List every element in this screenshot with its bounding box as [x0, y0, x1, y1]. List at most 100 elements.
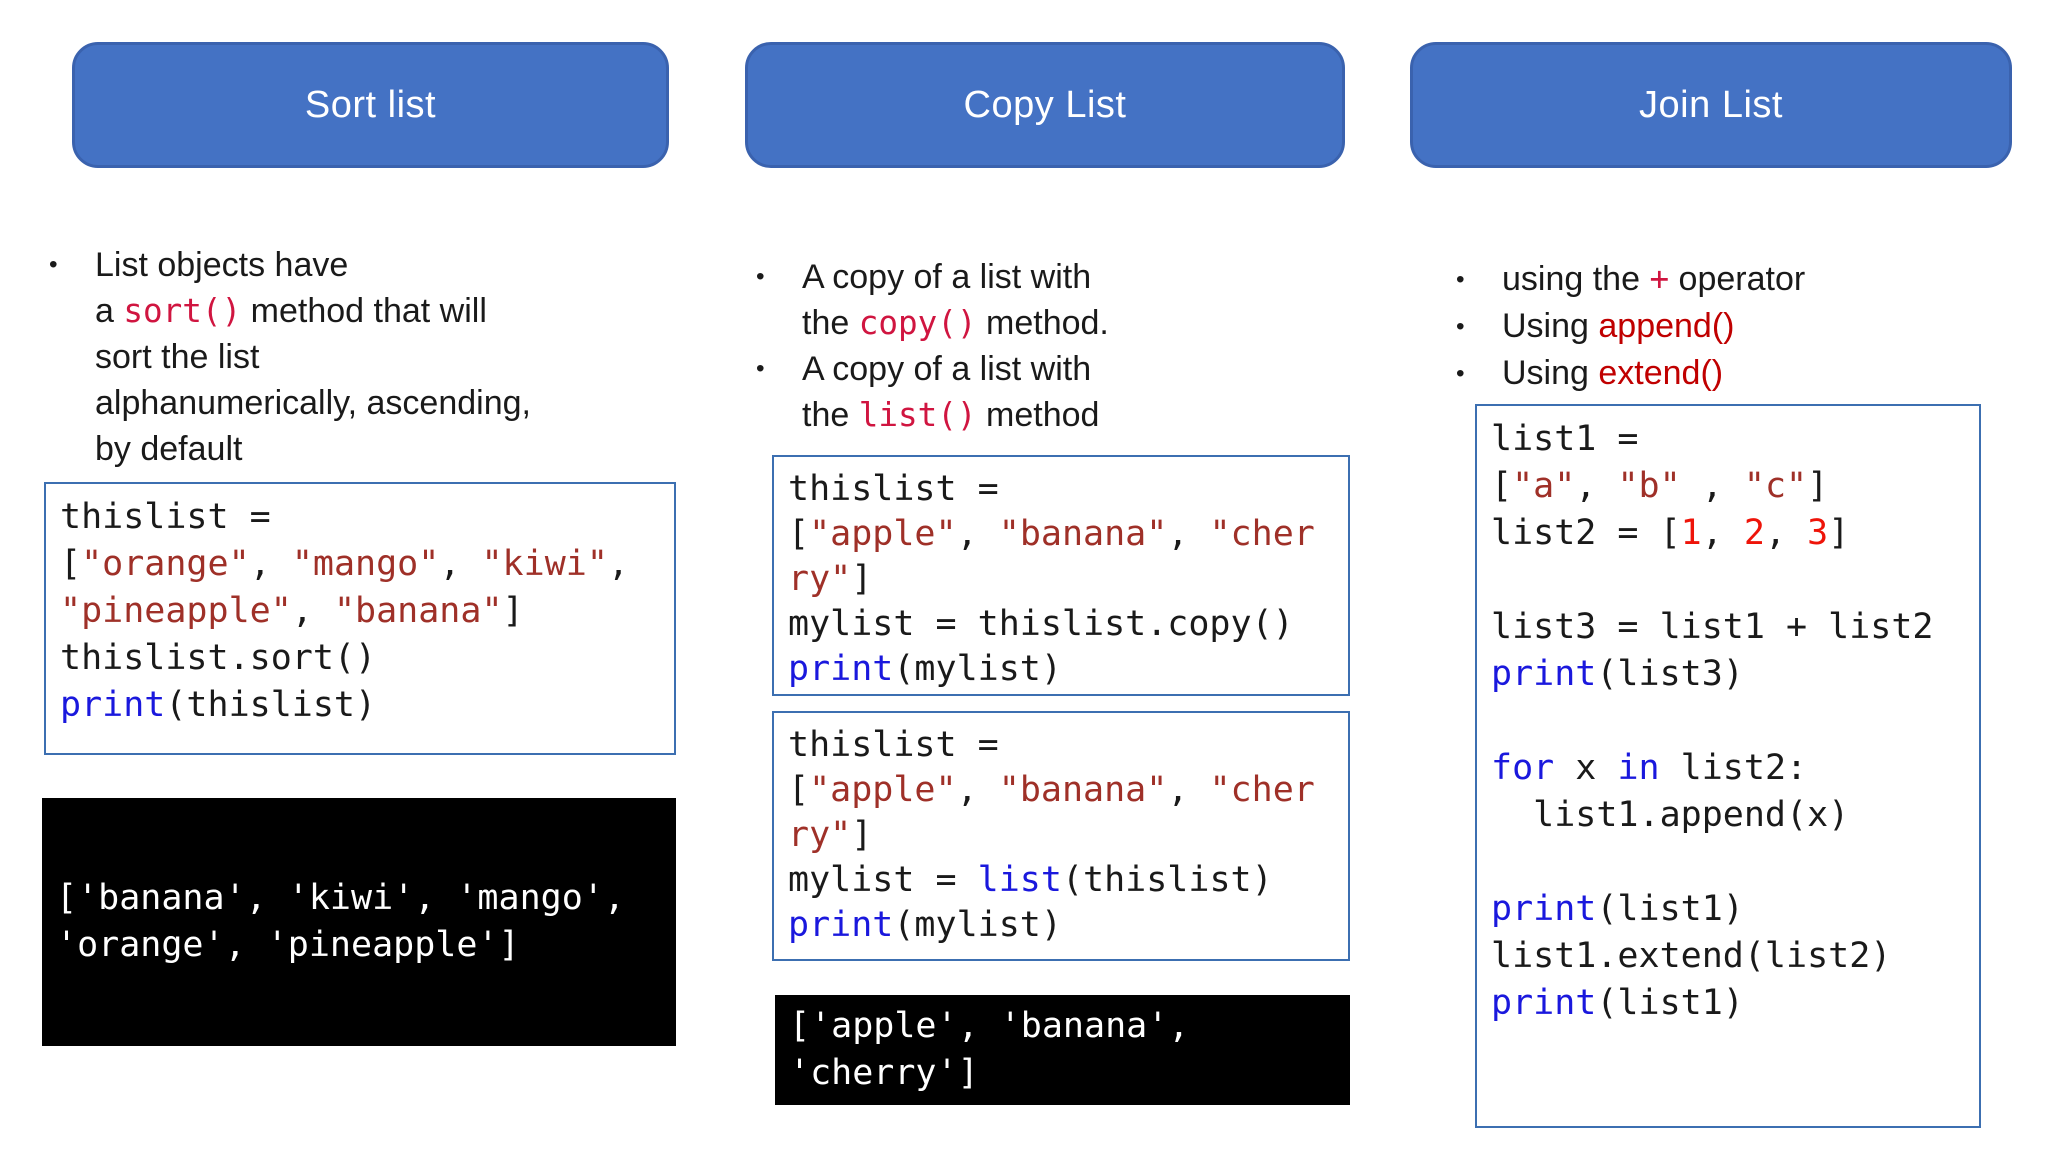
text-run: method — [976, 396, 1100, 434]
text-run: ] — [851, 815, 873, 855]
text-run: thislist = — [788, 469, 999, 509]
code-line: ["apple", "banana", "cher — [788, 512, 1340, 557]
text-run: , — [1701, 513, 1744, 553]
code-line: print(mylist) — [788, 647, 1340, 692]
text-run: (thislist) — [1061, 860, 1273, 900]
highlight-run: print — [60, 685, 166, 725]
highlight-run: + — [1649, 260, 1670, 298]
text-run: operator — [1669, 260, 1806, 298]
text-run: (thislist) — [165, 685, 377, 725]
highlight-run: "apple" — [809, 770, 957, 810]
code-line: ["a", "b" , "c"] — [1491, 463, 1971, 510]
code-line — [1491, 698, 1971, 745]
text-run: alphanumerically, ascending, — [95, 384, 531, 422]
code-line: for x in list2: — [1491, 745, 1971, 792]
text-run: list1 = — [1491, 419, 1639, 459]
text-run: x — [1554, 748, 1618, 788]
text-run: [ — [788, 770, 810, 810]
text-run: , — [1764, 513, 1808, 553]
text-run: Using — [1502, 354, 1599, 392]
bullet-item: • Using extend() — [1452, 350, 2032, 397]
text-run: [ — [60, 544, 82, 584]
highlight-run: "banana" — [333, 591, 503, 631]
bullet-icon: • — [1456, 313, 1465, 340]
text-run: [ — [788, 514, 810, 554]
code-line — [1491, 839, 1971, 886]
text-run: list2: — [1659, 748, 1808, 788]
highlight-run: "kiwi" — [481, 544, 608, 584]
text-run: using the — [1502, 260, 1650, 298]
highlight-run: "pineapple" — [60, 591, 292, 631]
code-line: mylist = thislist.copy() — [788, 602, 1340, 647]
highlight-run: "banana" — [998, 514, 1168, 554]
text-run: , — [956, 770, 999, 810]
text-run: ] — [1828, 513, 1850, 553]
output-box-sort: ['banana', 'kiwi', 'mango','orange', 'pi… — [42, 798, 676, 1046]
text-run: mylist = — [788, 860, 978, 900]
text-run: A copy of a list with — [802, 258, 1092, 296]
text-run: method that will — [241, 292, 487, 330]
highlight-run: print — [788, 905, 894, 945]
highlight-run: extend() — [1598, 354, 1724, 392]
bullet-text: using the + operator — [1502, 260, 1805, 298]
text-run: by default — [95, 430, 243, 468]
highlight-run: in — [1617, 748, 1660, 788]
text-run: (mylist) — [893, 905, 1062, 945]
highlight-run: "banana" — [998, 770, 1168, 810]
text-run: thislist = — [60, 497, 271, 537]
highlight-run: ['banana', 'kiwi', 'mango', — [56, 878, 625, 918]
highlight-run: "mango" — [291, 544, 440, 584]
text-run: (mylist) — [893, 649, 1062, 689]
code-line: print(thislist) — [60, 682, 666, 729]
code-line: mylist = list(thislist) — [788, 858, 1340, 903]
code-line: "pineapple", "banana"] — [60, 588, 666, 635]
highlight-run: list — [977, 860, 1062, 900]
highlight-run: ['apple', 'banana', — [789, 1006, 1190, 1046]
highlight-run: print — [1491, 983, 1597, 1023]
bullet-item: •Using append() — [1452, 303, 2032, 350]
text-run: , — [607, 544, 629, 584]
highlight-run: 'cherry'] — [789, 1053, 979, 1093]
bullet-icon: • — [756, 355, 765, 382]
code-line: ["apple", "banana", "cher — [788, 768, 1340, 813]
code-line: list1.extend(list2) — [1491, 933, 1971, 980]
highlight-run: print — [1491, 889, 1597, 929]
text-run: list1.extend(list2) — [1491, 936, 1892, 976]
code-line: thislist = — [788, 723, 1340, 768]
text-run: the — [802, 304, 859, 342]
code-line: ["orange", "mango", "kiwi", — [60, 541, 666, 588]
text-run: sort the list — [95, 338, 260, 376]
code-line: print(list3) — [1491, 651, 1971, 698]
code-line: thislist = — [60, 494, 666, 541]
text-run: , — [956, 514, 999, 554]
code-line: 'cherry'] — [789, 1050, 1350, 1097]
highlight-run: append() — [1598, 307, 1735, 345]
text-run: list2 = [ — [1491, 513, 1681, 553]
highlight-run: "cher — [1209, 514, 1315, 554]
text-run: [ — [1491, 466, 1513, 506]
text-run: , — [249, 544, 292, 584]
text-run: , — [1575, 466, 1618, 506]
code-line: print(mylist) — [788, 903, 1340, 948]
bullet-icon: • — [756, 263, 765, 290]
text-run: List objects have — [95, 246, 349, 284]
text-run: list1.append(x) — [1491, 795, 1850, 835]
bullet-text: Using extend() — [1502, 354, 1723, 392]
code-line: print(list1) — [1491, 980, 1971, 1027]
highlight-run: print — [1491, 654, 1597, 694]
code-line: ['banana', 'kiwi', 'mango', — [56, 875, 676, 922]
code-line: list2 = [1, 2, 3] — [1491, 510, 1971, 557]
code-line: thislist.sort() — [60, 635, 666, 682]
text-run: , — [1167, 770, 1210, 810]
highlight-run: 3 — [1807, 513, 1829, 553]
bullet-icon: • — [1456, 360, 1465, 387]
